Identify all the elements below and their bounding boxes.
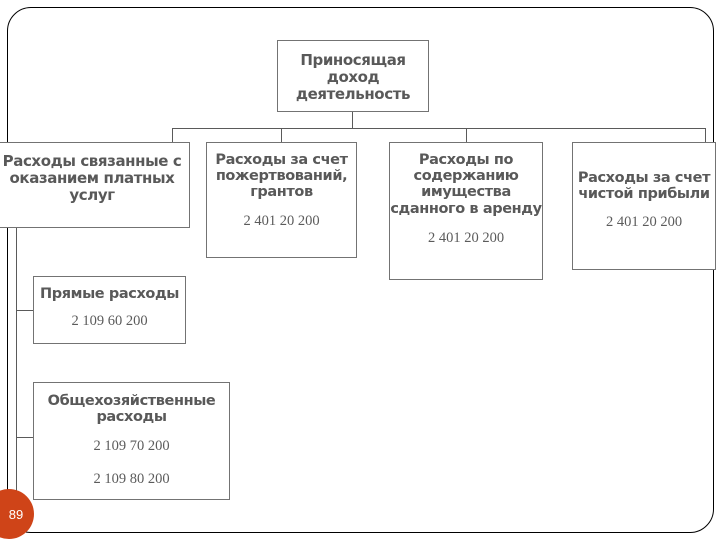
node-paid-services[interactable]: Расходы связанные с оказанием платных ус… [0, 142, 190, 228]
node-title: Прямые расходы [40, 286, 179, 302]
node-rented-property[interactable]: Расходы по содержанию имущества сданного… [389, 142, 543, 280]
node-title: Расходы за счет чистой прибыли [577, 170, 711, 203]
node-title: Расходы за счет пожертвований, грантов [215, 152, 348, 201]
connector-root-to-bus [352, 112, 353, 129]
node-overhead-costs[interactable]: Общехозяйственные расходы 2 109 70 200 2… [33, 382, 230, 500]
node-title: Расходы связанные с оказанием платных ус… [2, 152, 182, 204]
node-net-profit[interactable]: Расходы за счет чистой прибыли 2 401 20 … [572, 142, 716, 270]
connector-drop-rented-property [466, 128, 467, 143]
node-title: Общехозяйственные расходы [47, 393, 216, 426]
connector-stub-direct-costs [16, 310, 34, 311]
connector-drop-net-profit [705, 128, 706, 143]
node-direct-costs[interactable]: Прямые расходы 2 109 60 200 [33, 276, 186, 344]
account-code: 2 401 20 200 [605, 214, 683, 231]
connector-drop-paid-services [172, 128, 173, 143]
node-title: Приносящая доход деятельность [295, 51, 411, 103]
node-income-generating-activity[interactable]: Приносящая доход деятельность [277, 40, 429, 112]
node-title: Расходы по содержанию имущества сданного… [390, 152, 542, 217]
node-donations-grants[interactable]: Расходы за счет пожертвований, грантов 2… [206, 142, 357, 258]
connector-drop-donations-grants [281, 128, 282, 143]
account-code: 2 109 60 200 [71, 313, 148, 330]
connector-bus [172, 128, 705, 129]
account-code: 2 401 20 200 [243, 212, 320, 229]
account-code: 2 109 70 200 [93, 438, 170, 455]
account-code: 2 401 20 200 [427, 229, 505, 246]
account-code: 2 109 80 200 [93, 470, 170, 487]
page-number-badge: 89 [0, 489, 34, 539]
connector-stub-overhead-costs [16, 437, 34, 438]
connector-trunk-left [16, 228, 17, 510]
